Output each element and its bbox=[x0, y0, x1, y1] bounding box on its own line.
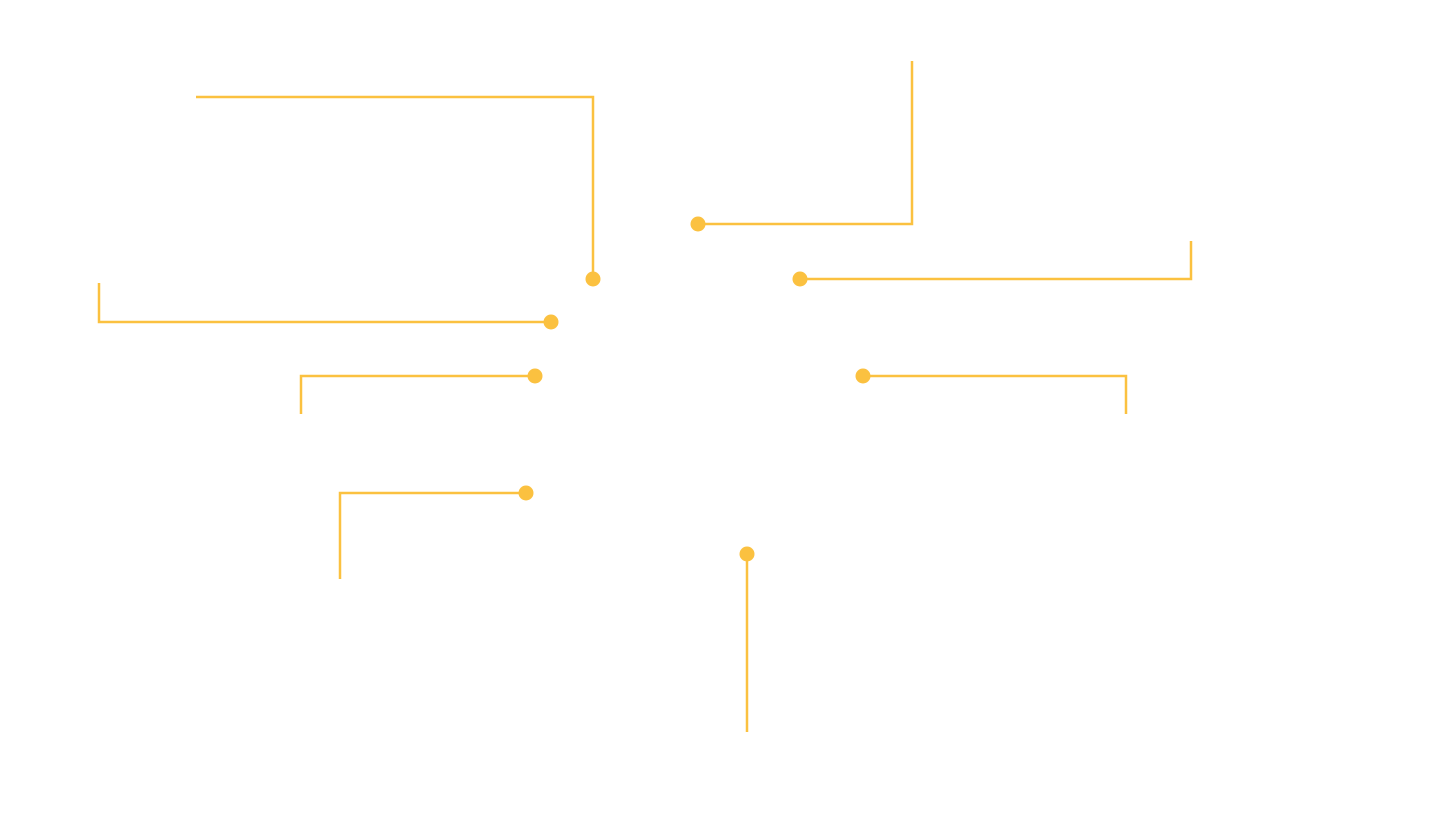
leader-line-path bbox=[863, 374, 1128, 414]
leader-line-path bbox=[338, 491, 526, 579]
leader-line-5 bbox=[299, 368, 543, 414]
leader-line-1 bbox=[196, 95, 601, 287]
leader-line-path bbox=[196, 95, 595, 279]
anchor-dot bbox=[543, 314, 559, 330]
anchor-dot bbox=[792, 271, 808, 287]
leader-line-2 bbox=[690, 61, 914, 232]
anchor-dot bbox=[739, 546, 755, 562]
leader-line-path bbox=[97, 283, 551, 324]
leader-line-3 bbox=[792, 241, 1193, 287]
leader-line-8 bbox=[739, 546, 755, 732]
leader-line-4 bbox=[97, 283, 559, 330]
anchor-dot bbox=[527, 368, 543, 384]
leader-line-7 bbox=[338, 485, 534, 579]
leader-line-path bbox=[800, 241, 1193, 281]
anchor-dot bbox=[585, 271, 601, 287]
leader-line-path bbox=[299, 374, 535, 414]
leader-line-path bbox=[698, 61, 914, 226]
anchor-dot bbox=[690, 216, 706, 232]
anchor-dot bbox=[518, 485, 534, 501]
leader-line-6 bbox=[855, 368, 1128, 414]
anchor-dot bbox=[855, 368, 871, 384]
